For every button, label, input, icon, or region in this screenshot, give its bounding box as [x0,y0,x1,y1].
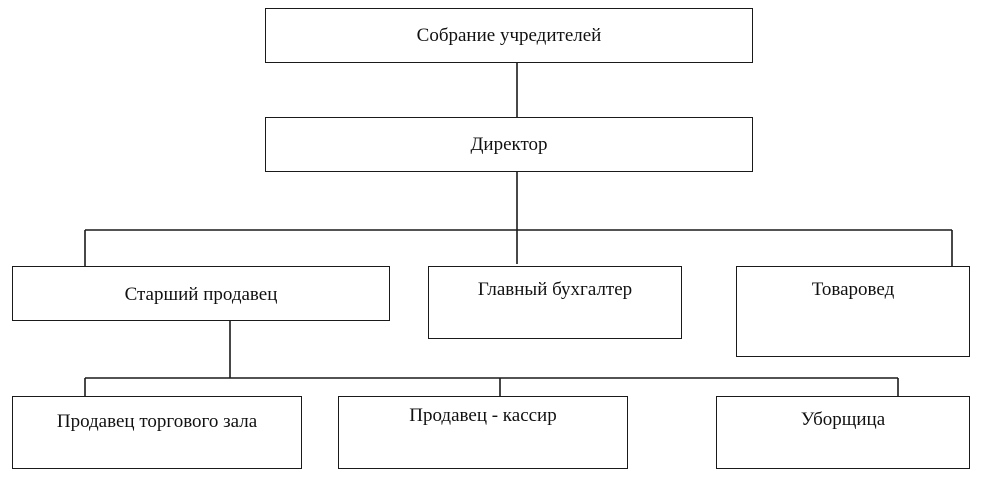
node-senior-seller: Старший продавец [12,266,390,321]
node-director: Директор [265,117,753,172]
node-merchandiser: Товаровед [736,266,970,357]
node-cashier-label: Продавец - кассир [409,405,557,426]
node-director-label: Директор [470,133,548,155]
node-senior-seller-label: Старший продавец [124,283,278,305]
node-cleaner: Уборщица [716,396,970,469]
node-chief-accountant-label: Главный бухгалтер [477,279,633,300]
node-chief-accountant: Главный бухгалтер [428,266,682,339]
node-hall-seller: Продавец торгового зала [12,396,302,469]
node-hall-seller-label: Продавец торгового зала [56,411,258,432]
node-founders-meeting-label: Собрание учредителей [416,24,602,46]
node-cleaner-label: Уборщица [800,409,886,430]
node-founders-meeting: Собрание учредителей [265,8,753,63]
node-cashier: Продавец - кассир [338,396,628,469]
node-merchandiser-label: Товаровед [811,279,895,300]
